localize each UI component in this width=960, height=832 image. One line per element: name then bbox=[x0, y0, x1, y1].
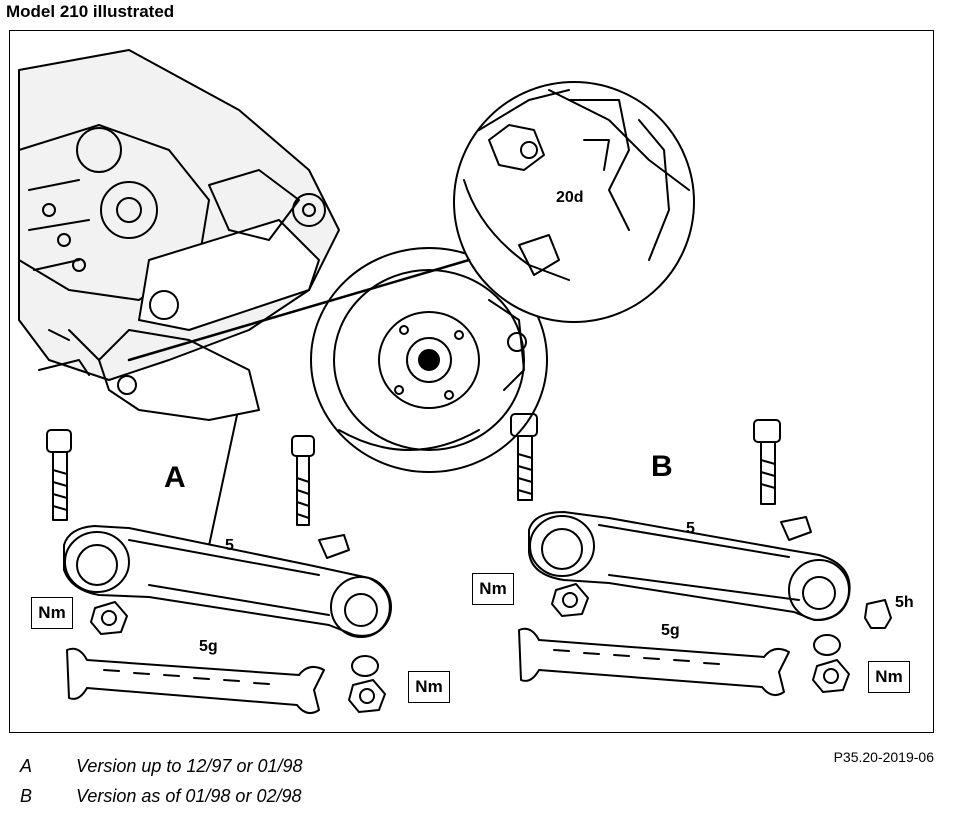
legend-item-b: B Version as of 01/98 or 02/98 bbox=[20, 786, 301, 807]
nut-b bbox=[551, 583, 589, 617]
nut-a bbox=[90, 601, 128, 635]
washer-and-nut-b bbox=[812, 634, 850, 693]
figure-reference: P35.20-2019-06 bbox=[833, 749, 934, 765]
rear-axle-assembly bbox=[18, 49, 340, 421]
bolt-b-right bbox=[753, 419, 812, 541]
brake-disc bbox=[310, 247, 548, 473]
suspension-illustration bbox=[18, 49, 892, 715]
label-20d: 20d bbox=[556, 189, 584, 206]
torque-box-a-left: Nm bbox=[31, 597, 73, 629]
label-arm-a: 5 bbox=[225, 537, 234, 554]
control-arm-b bbox=[528, 511, 851, 621]
label-version-a: A bbox=[164, 461, 186, 494]
legend-item-a: A Version up to 12/97 or 01/98 bbox=[20, 756, 303, 777]
cover-b bbox=[518, 627, 790, 697]
bolt-b-left bbox=[510, 413, 538, 501]
legend-text-a: Version up to 12/97 or 01/98 bbox=[76, 756, 303, 776]
cover-a bbox=[66, 647, 325, 715]
detail-magnifier bbox=[453, 81, 695, 323]
washer-and-nut-a bbox=[348, 655, 386, 713]
legend-key-b: B bbox=[20, 786, 33, 806]
control-arm-a bbox=[63, 525, 392, 638]
legend-key-a: A bbox=[20, 756, 33, 776]
page-title: Model 210 illustrated bbox=[6, 2, 175, 21]
label-version-b: B bbox=[651, 450, 673, 483]
torque-box-a-right: Nm bbox=[408, 671, 450, 703]
label-arm-b: 5 bbox=[686, 520, 695, 537]
label-cover-b: 5g bbox=[661, 622, 680, 639]
bolt-a-left bbox=[46, 429, 72, 521]
label-bushing: 5h bbox=[895, 594, 914, 611]
illustration-frame bbox=[9, 30, 934, 733]
bushing-b bbox=[864, 599, 892, 629]
label-cover-a: 5g bbox=[199, 638, 218, 655]
bolt-a-right bbox=[291, 435, 350, 559]
legend-text-b: Version as of 01/98 or 02/98 bbox=[76, 786, 302, 806]
torque-box-b-right: Nm bbox=[868, 661, 910, 693]
torque-box-b-left: Nm bbox=[472, 573, 514, 605]
